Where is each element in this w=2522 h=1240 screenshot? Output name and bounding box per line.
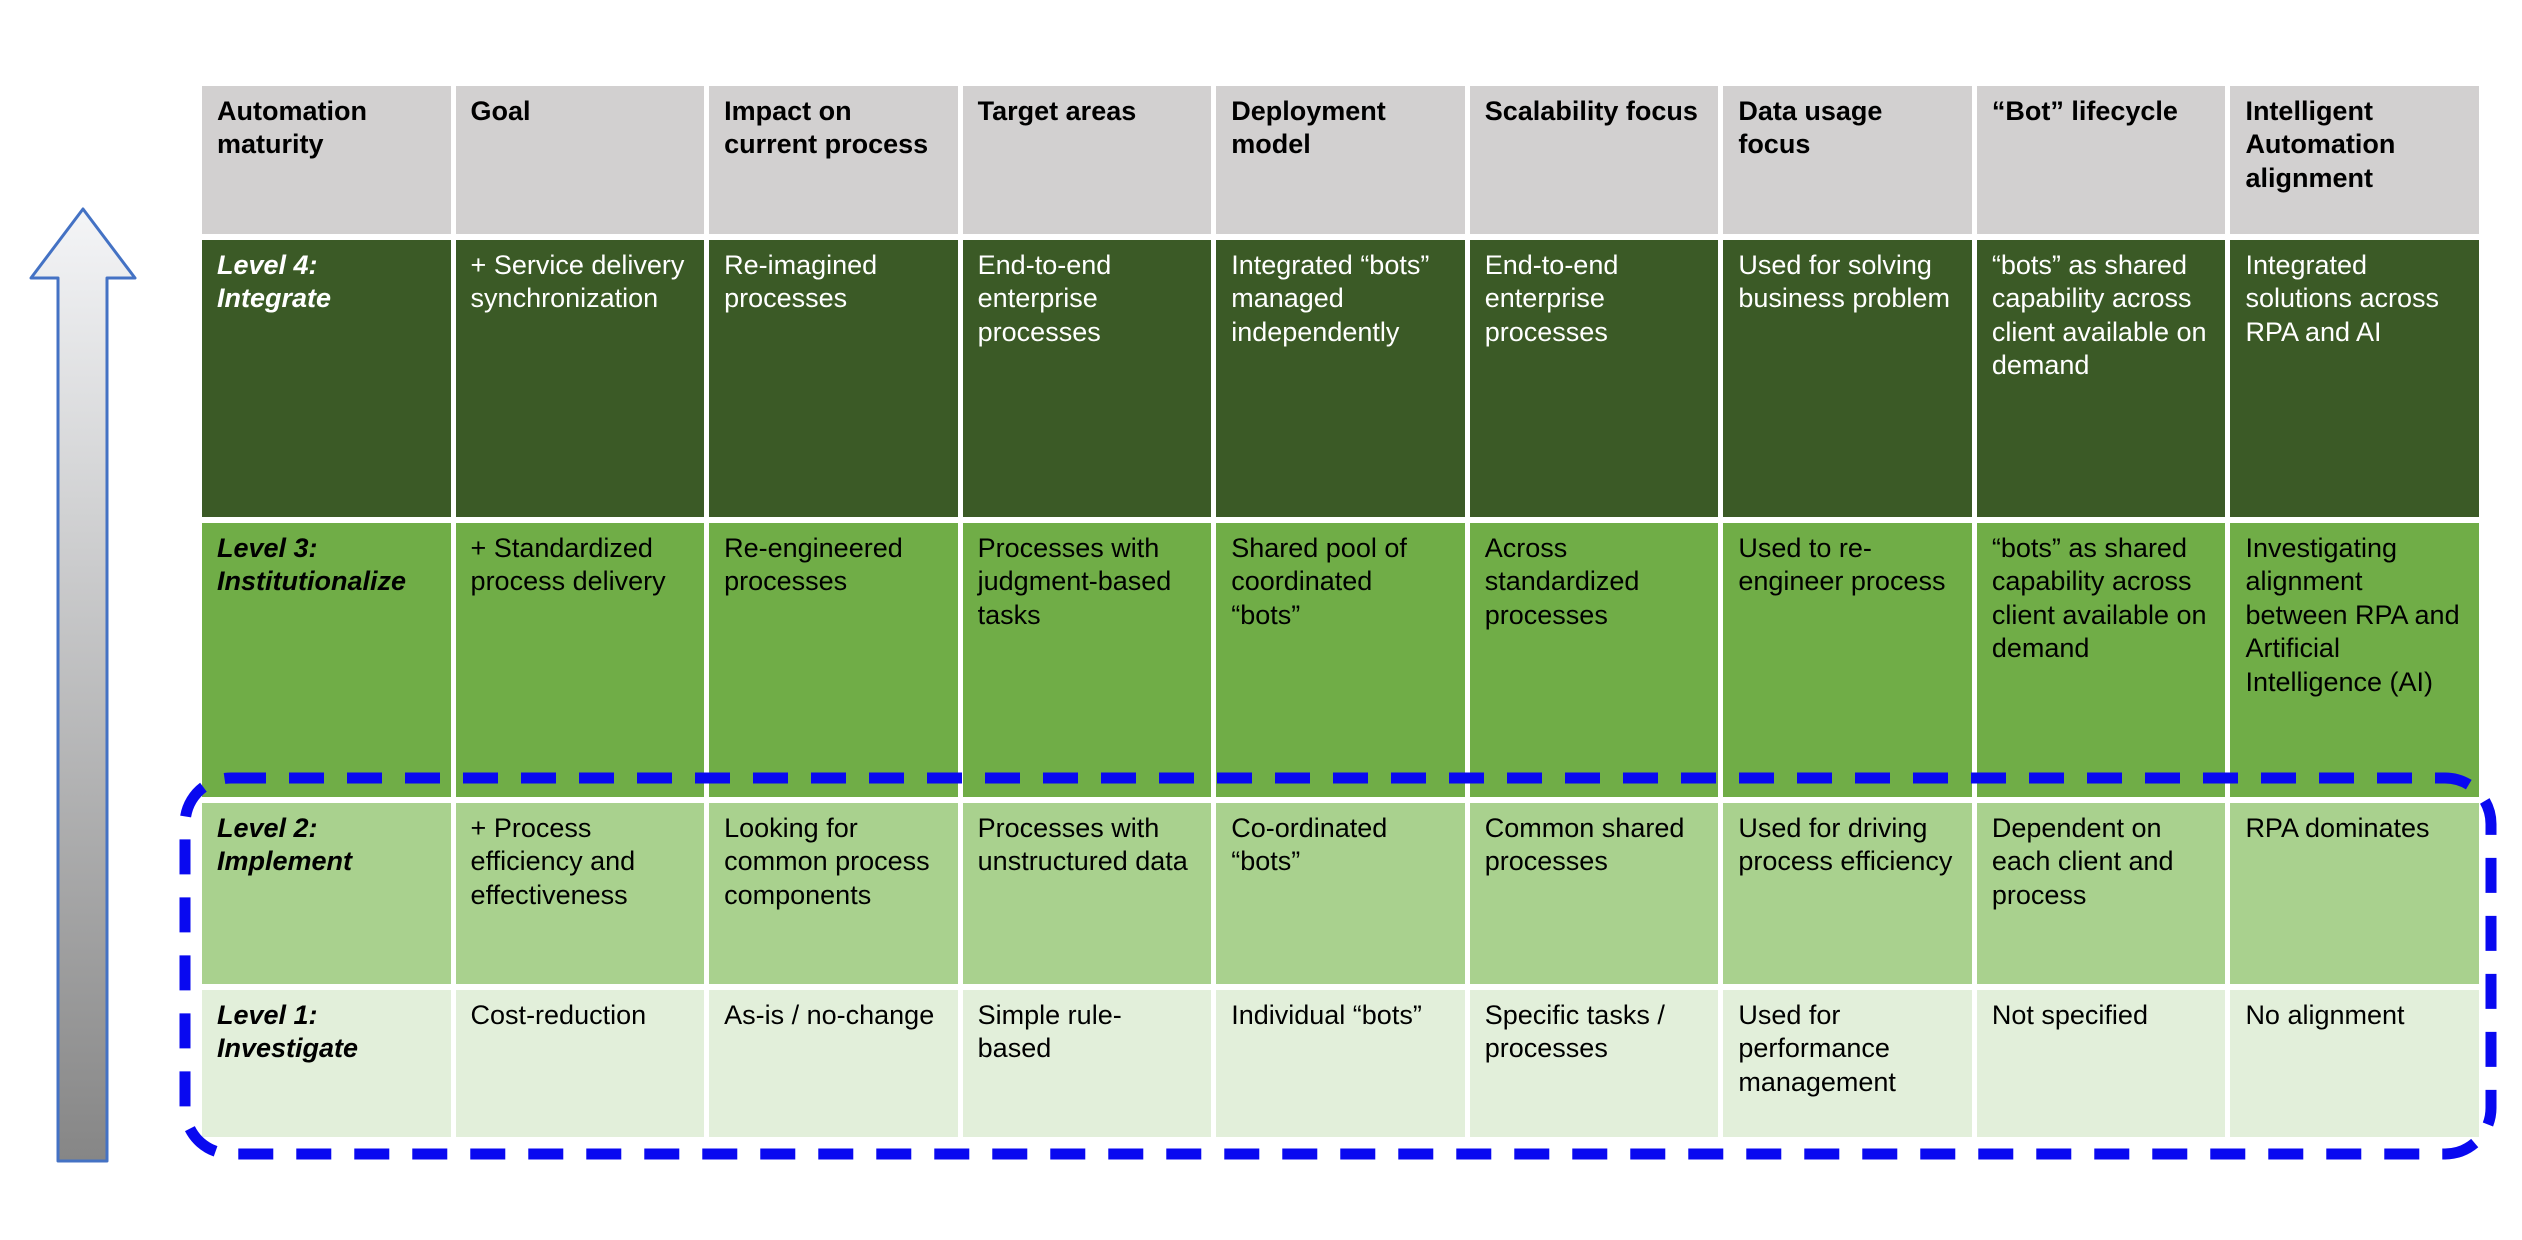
level-3-label-cell: Level 3: Institutionalize xyxy=(202,523,451,797)
level-number: Level 2: xyxy=(217,813,318,843)
table-cell: Individual “bots” xyxy=(1216,990,1465,1137)
table-cell: “bots” as shared capability across clien… xyxy=(1976,523,2226,797)
table-cell: Common shared processes xyxy=(1469,803,1719,984)
header-cell-automation-maturity: Automation maturity xyxy=(202,86,451,234)
automation-maturity-table: Automation maturity Goal Impact on curre… xyxy=(202,86,2479,1137)
header-cell-target-areas: Target areas xyxy=(962,86,1212,234)
header-cell-impact-on-current-process: Impact on current process xyxy=(709,86,958,234)
table-cell: Not specified xyxy=(1976,990,2226,1137)
table-cell: Cost-reduction xyxy=(455,990,705,1137)
table-cell: End-to-end enterprise processes xyxy=(962,240,1212,517)
table-cell: Used for driving process efficiency xyxy=(1723,803,1972,984)
header-cell-scalability-focus: Scalability focus xyxy=(1469,86,1719,234)
table-cell: Dependent on each client and process xyxy=(1976,803,2226,984)
table-cell: Across standardized processes xyxy=(1469,523,1719,797)
table-cell: Re-imagined processes xyxy=(709,240,958,517)
table-cell: Shared pool of coordinated “bots” xyxy=(1216,523,1465,797)
table-cell: No alignment xyxy=(2230,990,2479,1137)
level-2-label-cell: Level 2: Implement xyxy=(202,803,451,984)
header-cell-intelligent-automation-alignment: Intelligent Automation alignment xyxy=(2230,86,2479,234)
table-cell: Specific tasks / processes xyxy=(1469,990,1719,1137)
level-name: Integrate xyxy=(217,283,332,314)
table-cell: Looking for common process components xyxy=(709,803,958,984)
table-cell: End-to-end enterprise processes xyxy=(1469,240,1719,517)
table-cell: As-is / no-change xyxy=(709,990,958,1137)
table-cell: + Service delivery synchronization xyxy=(455,240,705,517)
table-cell: Co-ordinated “bots” xyxy=(1216,803,1465,984)
level-number: Level 4: xyxy=(217,250,318,280)
table-cell: Processes with unstructured data xyxy=(962,803,1212,984)
level-number: Level 3: xyxy=(217,533,318,563)
level-1-label-cell: Level 1: Investigate xyxy=(202,990,451,1137)
table-cell: Integrated solutions across RPA and AI xyxy=(2230,240,2479,517)
level-number: Level 1: xyxy=(217,1000,318,1030)
table-cell: + Process efficiency and effectiveness xyxy=(455,803,705,984)
table-cell: Integrated “bots” managed independently xyxy=(1216,240,1465,517)
table-cell: + Standardized process delivery xyxy=(455,523,705,797)
header-cell-deployment-model: Deployment model xyxy=(1216,86,1465,234)
level-name: Implement xyxy=(217,846,353,877)
level-name: Institutionalize xyxy=(217,566,406,597)
table-cell: Processes with judgment-based tasks xyxy=(962,523,1212,797)
table-cell: “bots” as shared capability across clien… xyxy=(1976,240,2226,517)
level-4-label-cell: Level 4: Integrate xyxy=(202,240,451,517)
table-cell: Used to re-engineer process xyxy=(1723,523,1972,797)
header-cell-bot-lifecycle: “Bot” lifecycle xyxy=(1976,86,2226,234)
table-cell: Re-engineered processes xyxy=(709,523,958,797)
maturity-up-arrow-icon xyxy=(29,207,137,1163)
table-cell: Simple rule-based xyxy=(962,990,1212,1137)
table-cell: Used for performance management xyxy=(1723,990,1972,1137)
table-cell: RPA dominates xyxy=(2230,803,2479,984)
table-cell: Investigating alignment between RPA and … xyxy=(2230,523,2479,797)
header-cell-data-usage-focus: Data usage focus xyxy=(1723,86,1972,234)
header-cell-goal: Goal xyxy=(455,86,705,234)
level-name: Investigate xyxy=(217,1033,359,1064)
table-cell: Used for solving business problem xyxy=(1723,240,1972,517)
